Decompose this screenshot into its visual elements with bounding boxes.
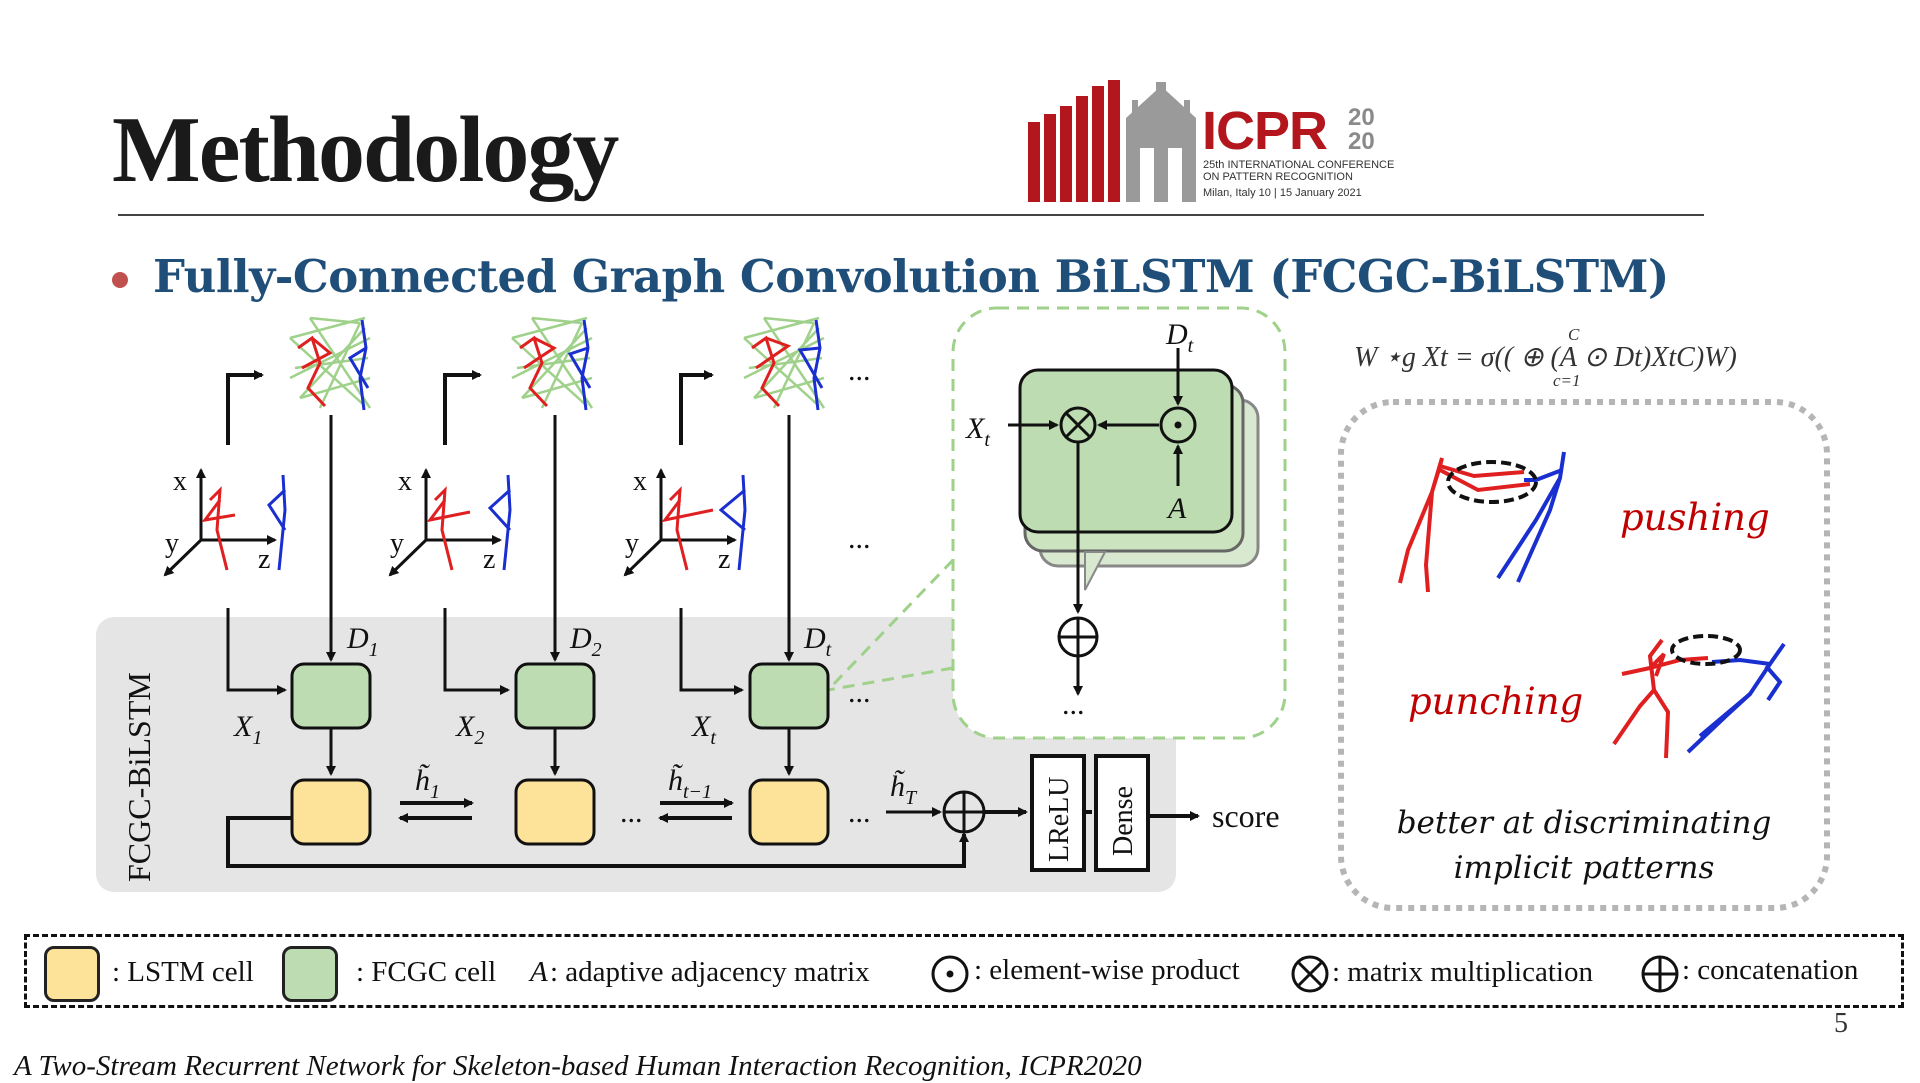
svg-text:c=1: c=1 bbox=[1553, 371, 1581, 390]
legend-adaptive-text: : adaptive adjacency matrix bbox=[550, 956, 870, 988]
logo-line-3: Milan, Italy 10 | 15 January 2021 bbox=[1203, 187, 1362, 199]
pushing-skeleton-icon bbox=[1398, 451, 1566, 593]
logo-line-2: ON PATTERN RECOGNITION bbox=[1203, 171, 1353, 183]
footer-citation: A Two-Stream Recurrent Network for Skele… bbox=[14, 1050, 1142, 1082]
hidden-label-1: h̃ bbox=[415, 764, 430, 797]
caption-line-2: implicit patterns bbox=[1454, 850, 1715, 886]
svg-text:Dense: Dense bbox=[1108, 786, 1139, 856]
svg-text:LReLU: LReLU bbox=[1044, 776, 1075, 862]
legend-fcgc-swatch bbox=[282, 946, 338, 1002]
logo-line-1: 25th INTERNATIONAL CONFERENCE bbox=[1203, 159, 1395, 171]
svg-text:X1: X1 bbox=[233, 710, 262, 749]
skeleton-3d-plot: x y z bbox=[623, 466, 747, 577]
ellipsis-lstm-1: ... bbox=[620, 796, 643, 829]
skeleton-graph-icon bbox=[289, 316, 372, 411]
svg-text:h̃t−1: h̃t−1 bbox=[668, 764, 712, 803]
lstm-cell bbox=[290, 778, 372, 846]
page-number: 5 bbox=[1834, 1008, 1848, 1039]
svg-text:z: z bbox=[258, 544, 270, 575]
icpr-logo bbox=[1028, 80, 1196, 202]
svg-text:Dt: Dt bbox=[803, 622, 832, 661]
output-score: score bbox=[1212, 798, 1280, 834]
legend-lstm-swatch bbox=[44, 946, 100, 1002]
svg-text:h̃1: h̃1 bbox=[415, 764, 440, 803]
module-label: FCGC-BiLSTM bbox=[121, 672, 157, 882]
logo-year-bottom: 20 bbox=[1348, 128, 1375, 155]
zoom-d-sub: t bbox=[1188, 335, 1194, 357]
lstm-cell bbox=[748, 778, 830, 846]
skeleton-3d-plot: x y z bbox=[388, 466, 512, 577]
time-step-1: x y z X1 D1 bbox=[163, 316, 379, 846]
legend-adaptive-symbol: A bbox=[530, 956, 548, 988]
svg-text:z: z bbox=[483, 544, 495, 575]
zoom-a-label: A bbox=[1166, 492, 1187, 525]
label-punching: punching bbox=[1408, 680, 1583, 723]
svg-text:h̃T: h̃T bbox=[890, 770, 918, 809]
skeleton-graph-icon bbox=[511, 316, 594, 411]
svg-text:Xt: Xt bbox=[691, 710, 716, 749]
zoom-fcgc-cell bbox=[1018, 368, 1234, 534]
ellipsis-lstm-2: ... bbox=[848, 796, 871, 829]
legend-matmul-icon bbox=[1291, 955, 1329, 993]
skeleton-3d-plot: x y z bbox=[163, 466, 287, 577]
zoom-x-label: X bbox=[965, 412, 986, 445]
logo-cathedral-icon bbox=[1126, 82, 1196, 202]
svg-text:x: x bbox=[398, 466, 412, 497]
logo-bars-icon bbox=[1028, 80, 1120, 202]
legend bbox=[24, 934, 1904, 1008]
hidden-label-T: h̃ bbox=[890, 770, 905, 803]
legend-elementwise-icon bbox=[931, 955, 969, 993]
lrelu-layer bbox=[1030, 754, 1086, 872]
svg-text:D1: D1 bbox=[346, 622, 379, 661]
caption-line-1: better at discriminating bbox=[1397, 805, 1772, 841]
svg-text:y: y bbox=[625, 528, 639, 559]
time-step-t: x y z Xt Dt bbox=[623, 316, 832, 846]
svg-text:y: y bbox=[390, 528, 404, 559]
legend-matmul-text: : matrix multiplication bbox=[1332, 956, 1593, 988]
zoom-ellipsis: ... bbox=[1062, 688, 1085, 721]
examples-panel: pushing punching better at discriminatin… bbox=[1338, 399, 1830, 911]
zoom-d-label: D bbox=[1165, 318, 1188, 351]
svg-text:z: z bbox=[718, 544, 730, 575]
punching-skeleton-icon bbox=[1612, 634, 1786, 759]
svg-text:X2: X2 bbox=[455, 710, 484, 749]
svg-text:D2: D2 bbox=[569, 622, 602, 661]
title-divider bbox=[118, 214, 1704, 216]
skeleton-graph-icon bbox=[743, 316, 826, 411]
label-pushing: pushing bbox=[1620, 496, 1770, 539]
fcgc-cell bbox=[514, 662, 596, 730]
legend-fcgc-text: : FCGC cell bbox=[356, 956, 497, 988]
bullet-dot-icon bbox=[112, 272, 128, 288]
svg-text:Dt: Dt bbox=[1165, 318, 1194, 357]
gc-formula: W ⋆g Xt = σ(( ⊕ (A ⊙ Dt)XtC)W) C c=1 bbox=[1354, 325, 1737, 390]
svg-text:C: C bbox=[1568, 325, 1580, 344]
svg-text:x: x bbox=[173, 466, 187, 497]
fcgc-cell bbox=[748, 662, 830, 730]
lstm-cell bbox=[514, 778, 596, 846]
svg-text:y: y bbox=[165, 528, 179, 559]
ellipsis-skeleton: ... bbox=[848, 522, 871, 555]
dense-layer bbox=[1094, 754, 1150, 872]
legend-concat-icon bbox=[1641, 955, 1679, 993]
legend-lstm-text: : LSTM cell bbox=[112, 956, 254, 988]
zoom-x-sub: t bbox=[984, 429, 990, 451]
legend-elementwise-text: : element-wise product bbox=[974, 954, 1240, 986]
slide-title: Methodology bbox=[112, 98, 619, 202]
svg-text:x: x bbox=[633, 466, 647, 497]
ellipsis-fcgc: ... bbox=[848, 676, 871, 709]
logo-title: ICPR bbox=[1202, 101, 1328, 161]
elementwise-op-icon bbox=[1159, 406, 1197, 444]
bullet-heading: Fully-Connected Graph Convolution BiLSTM… bbox=[153, 250, 1669, 303]
logo-year-top: 20 bbox=[1348, 104, 1375, 131]
time-step-2: x y z X2 D2 bbox=[388, 316, 602, 846]
ellipsis-graph: ... bbox=[848, 354, 871, 387]
svg-text:Xt: Xt bbox=[965, 412, 990, 451]
legend-concat-text: : concatenation bbox=[1682, 954, 1859, 986]
zoom-callout: ... Dt Xt A bbox=[826, 306, 1287, 740]
hidden-label-t-1: h̃ bbox=[668, 764, 683, 797]
fcgc-cell bbox=[290, 662, 372, 730]
svg-text:W ⋆g Xt = σ(( ⊕ (A ⊙ Dt)XtC)W): W ⋆g Xt = σ(( ⊕ (A ⊙ Dt)XtC)W) bbox=[1354, 342, 1737, 373]
